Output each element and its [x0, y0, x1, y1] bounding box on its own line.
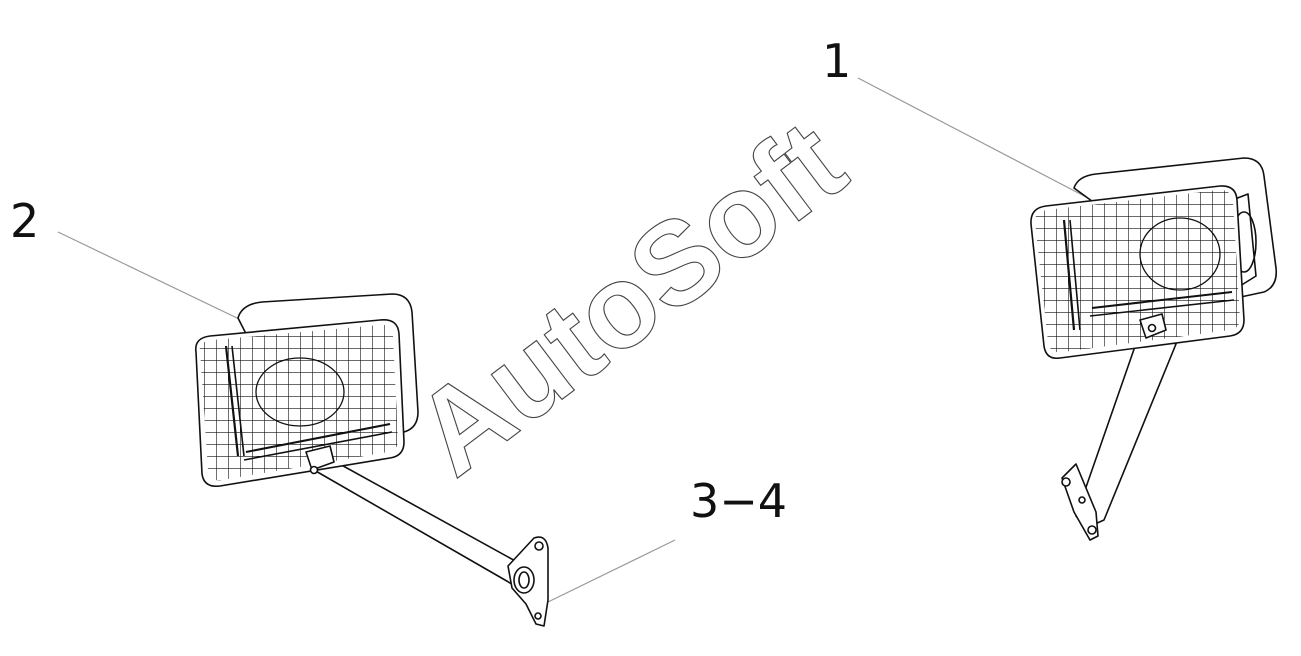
- callout-part-1: 1: [822, 34, 852, 88]
- leader-lines: [57, 77, 1089, 603]
- leader-line-1: [857, 77, 1089, 199]
- mirror-left: [194, 293, 549, 627]
- mirror-right: [1030, 157, 1278, 541]
- callout-part-3-4: 3−4: [690, 474, 788, 528]
- leader-line-2: [57, 231, 263, 331]
- callout-part-2: 2: [10, 194, 40, 248]
- leader-line-3: [547, 539, 676, 603]
- watermark: AutoSoft: [391, 96, 868, 501]
